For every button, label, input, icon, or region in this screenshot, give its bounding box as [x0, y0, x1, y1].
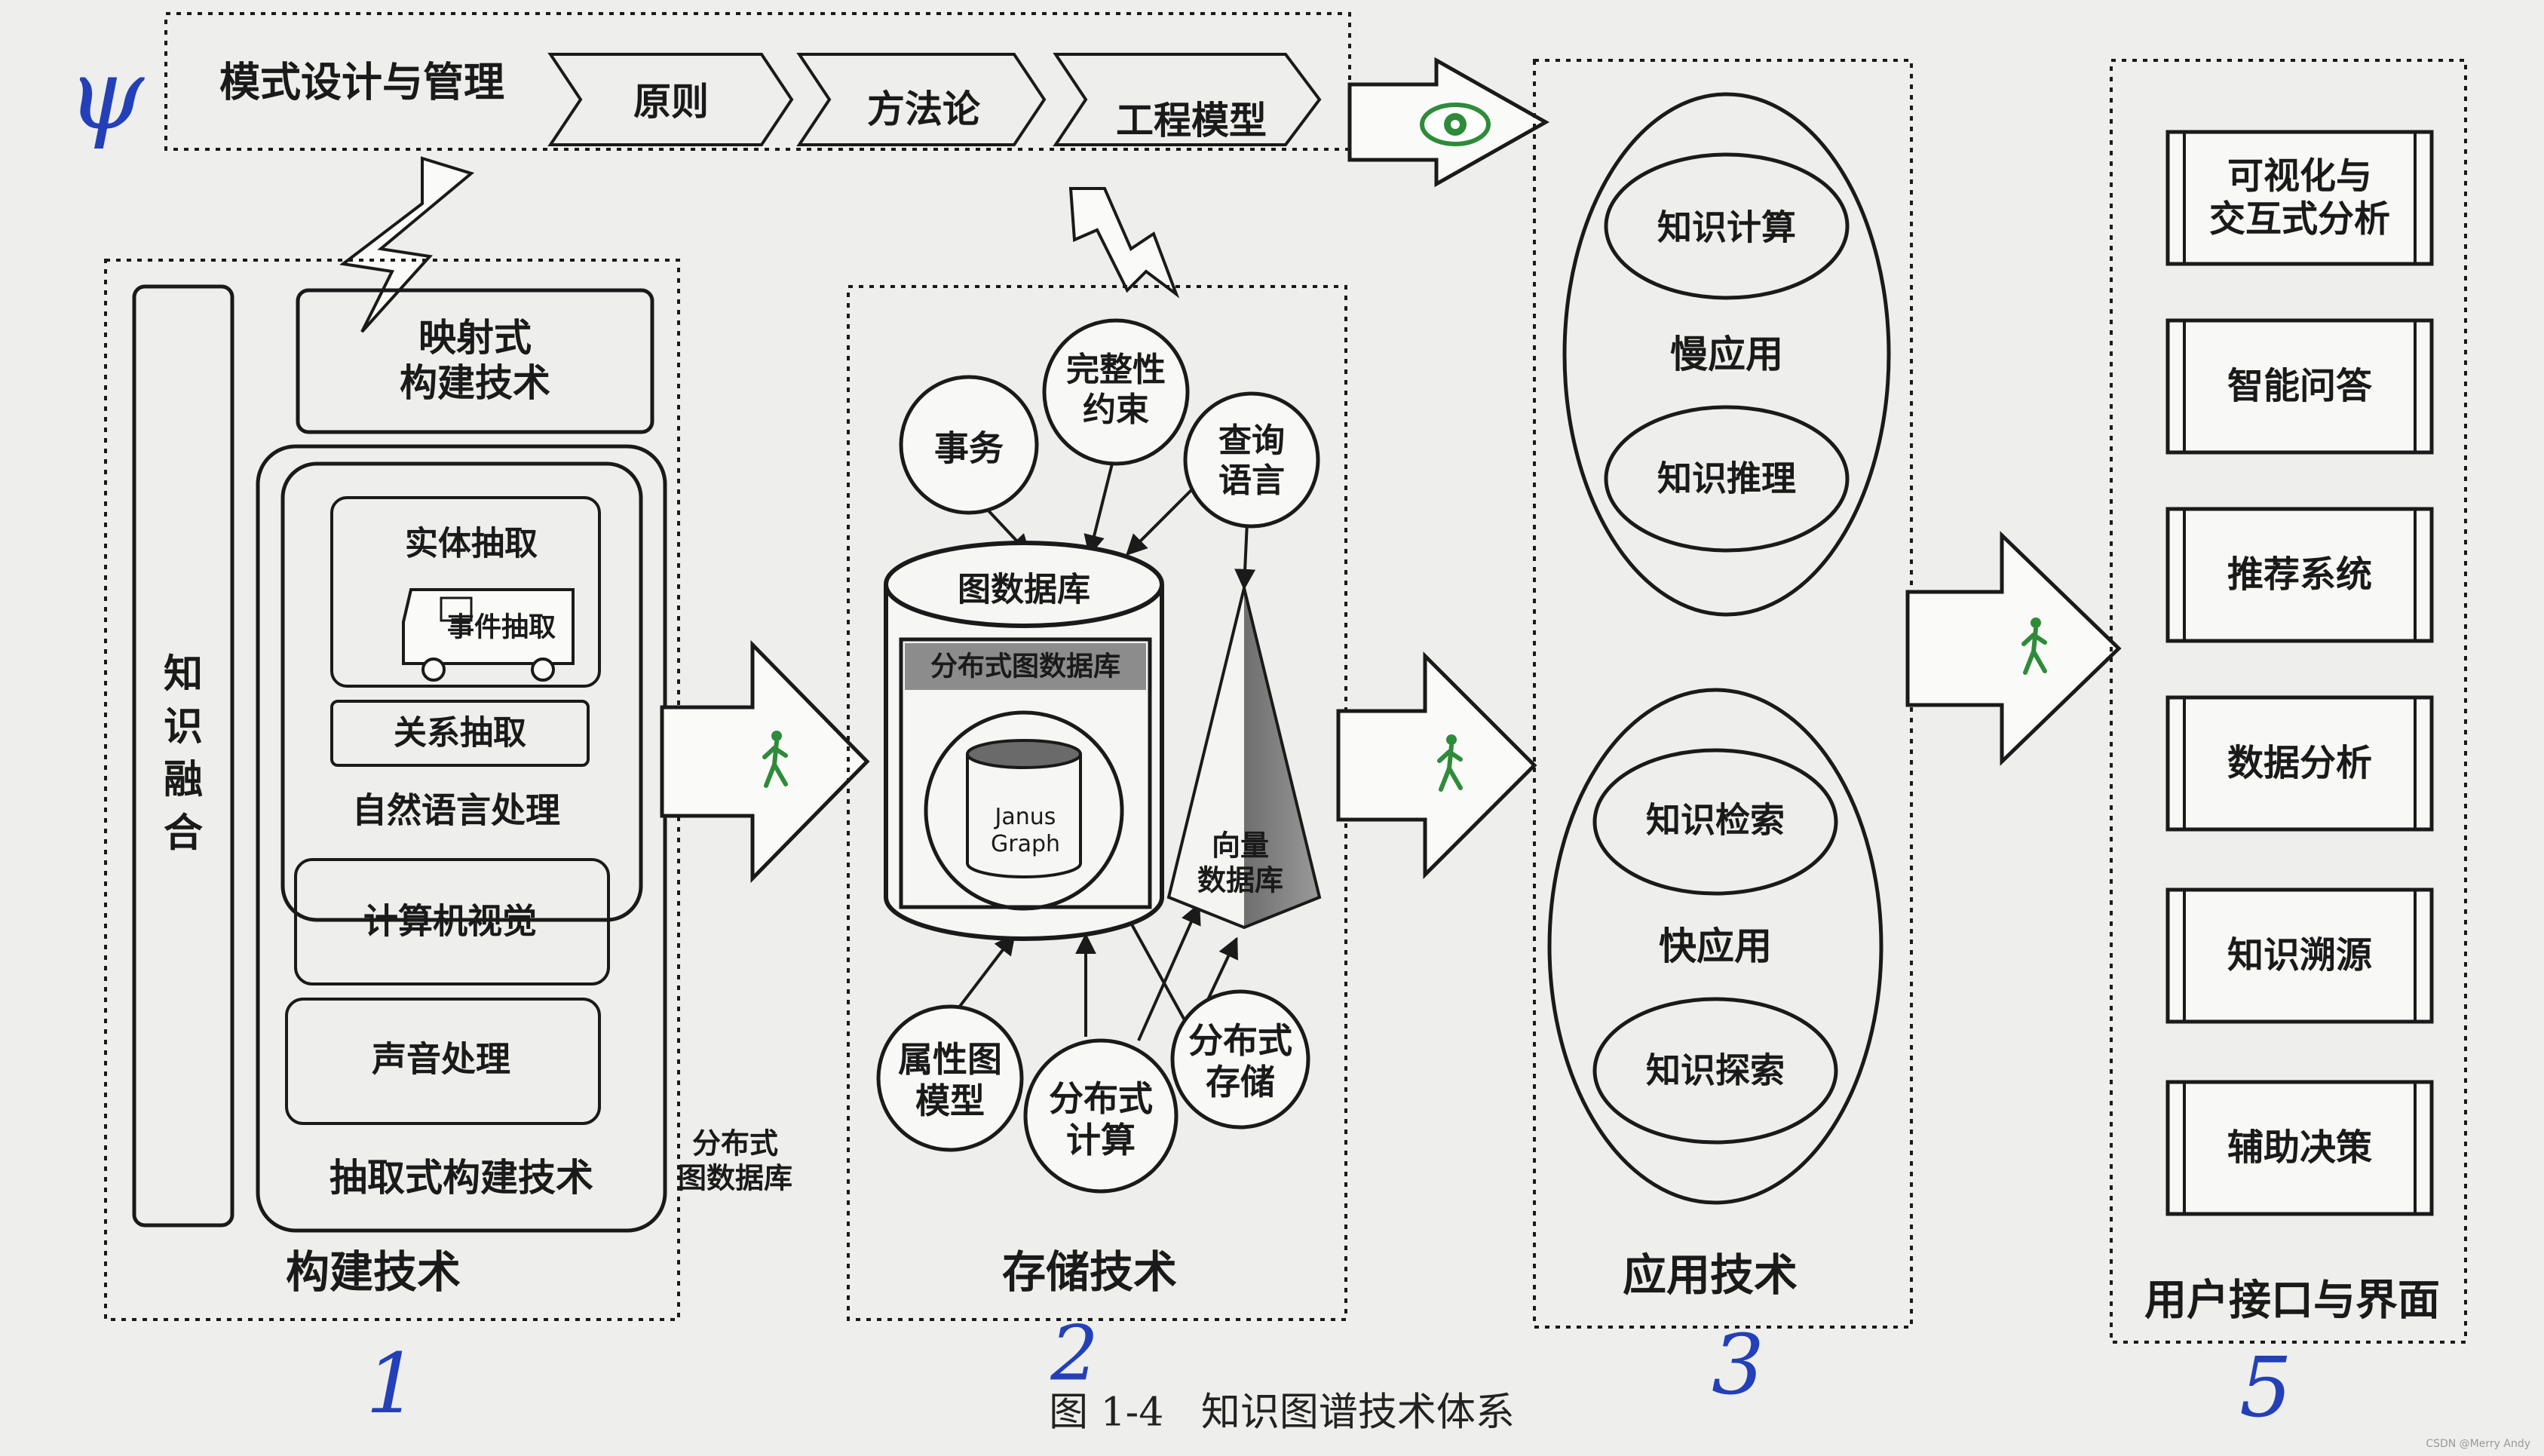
- slow-app-label: 慢应用: [1670, 333, 1783, 376]
- entity-extraction-label: 实体抽取: [405, 524, 538, 563]
- distributed-compute-label: 分布式 计算: [1049, 1077, 1153, 1160]
- lightning-icon: [1068, 187, 1180, 299]
- distributed-graph-db-header: [905, 643, 1146, 690]
- knowledge-retrieval-oval: [1592, 748, 1838, 896]
- ui-box: [2165, 887, 2434, 1024]
- ui-item-label: 辅助决策: [2227, 1126, 2373, 1169]
- knowledge-compute-oval: [1604, 152, 1850, 300]
- ui-item-label: 推荐系统: [2227, 553, 2373, 596]
- ui-section-frame: [2110, 59, 2467, 1344]
- nlp-group: [280, 461, 643, 922]
- top-bar-title: 模式设计与管理: [219, 58, 504, 106]
- handwritten-5: 5: [2239, 1339, 2292, 1436]
- event-extraction-label: 事件抽取: [446, 612, 556, 643]
- entity-box: [330, 496, 601, 688]
- knowledge-retrieval-label: 知识检索: [1646, 799, 1785, 841]
- lightning-icon: [339, 156, 475, 333]
- ui-box: [2165, 318, 2434, 455]
- nlp-label: 自然语言处理: [352, 789, 560, 831]
- ui-box: [2165, 695, 2434, 832]
- ui-box: [2165, 130, 2434, 266]
- slow-app-ellipse: [1562, 92, 1891, 617]
- graph-db-label: 图数据库: [958, 570, 1090, 609]
- janus-graph-label: Janus Graph: [990, 804, 1061, 857]
- truck-icon: [402, 588, 575, 682]
- vector-db-cone: [1166, 587, 1322, 930]
- ui-item-label: 知识溯源: [2227, 933, 2373, 976]
- fast-app-label: 快应用: [1659, 924, 1772, 968]
- knowledge-explore-oval: [1592, 997, 1838, 1145]
- outside-distributed-db-label: 分布式 图数据库: [677, 1126, 793, 1194]
- handwritten-psi: ψ: [67, 37, 144, 152]
- step-chevron-engineering: [1053, 53, 1322, 146]
- ui-item-label: 数据分析: [2227, 741, 2373, 784]
- audio-box: [285, 998, 601, 1125]
- application-section-frame: [1533, 59, 1913, 1329]
- relation-box: [330, 700, 590, 767]
- knowledge-explore-label: 知识探索: [1646, 1050, 1785, 1091]
- build-section-frame: [104, 259, 680, 1321]
- extraction-outer: [256, 444, 667, 1233]
- build-title: 构建技术: [285, 1246, 461, 1298]
- step-principle: 原则: [633, 80, 709, 124]
- transaction-label: 事务: [934, 428, 1004, 469]
- mapping-label: 映射式 构建技术: [400, 316, 550, 405]
- ui-title: 用户接口与界面: [2144, 1276, 2440, 1326]
- janus-circle: [924, 710, 1124, 911]
- extraction-title: 抽取式构建技术: [329, 1156, 593, 1200]
- distributed-storage-label: 分布式 存储: [1188, 1019, 1292, 1102]
- storage-title: 存储技术: [1001, 1246, 1178, 1298]
- knowledge-fusion-label: 知 识 融 合: [163, 651, 204, 857]
- integrity-label: 完整性 约束: [1066, 351, 1166, 429]
- vector-db-label: 向量 数据库: [1197, 829, 1284, 897]
- knowledge-compute-label: 知识计算: [1657, 207, 1796, 248]
- top-bar-frame: [164, 12, 1351, 151]
- ui-box: [2165, 1080, 2434, 1216]
- flow-arrow-1: [660, 639, 870, 884]
- storage-circles: [876, 318, 1320, 1194]
- step-chevron-methodology: [796, 53, 1047, 146]
- knowledge-reasoning-oval: [1604, 405, 1850, 553]
- property-graph-label: 属性图 模型: [898, 1038, 1002, 1121]
- watermark: CSDN @Merry Andy: [2426, 1438, 2530, 1450]
- fast-app-ellipse: [1547, 688, 1883, 1205]
- audio-processing-label: 声音处理: [372, 1038, 510, 1080]
- figure-caption: 图 1-4 知识图谱技术体系: [1049, 1390, 1515, 1436]
- flow-arrow-2: [1336, 651, 1537, 880]
- handwritten-1: 1: [366, 1335, 418, 1432]
- handwritten-2: 2: [1050, 1309, 1099, 1398]
- computer-vision-label: 计算机视觉: [363, 900, 537, 942]
- handwritten-3: 3: [1712, 1317, 1764, 1413]
- relation-extraction-label: 关系抽取: [394, 713, 526, 753]
- knowledge-reasoning-label: 知识推理: [1657, 458, 1796, 499]
- ui-item-label: 可视化与 交互式分析: [2208, 154, 2391, 241]
- step-methodology: 方法论: [867, 87, 980, 131]
- mapping-box: [296, 288, 654, 434]
- step-chevron-principle: [547, 53, 794, 146]
- eye-icon: [1420, 103, 1491, 146]
- flow-arrow-3: [1905, 531, 2122, 766]
- application-title: 应用技术: [1622, 1249, 1798, 1301]
- ui-boxes: [2165, 130, 2434, 1216]
- query-language-label: 查询 语言: [1218, 421, 1285, 500]
- fusion-bar: [132, 284, 234, 1228]
- cylinder-icon: [966, 739, 1082, 878]
- step-engineering-model: 工程模型: [1116, 99, 1267, 143]
- ui-box: [2165, 507, 2434, 643]
- cv-box: [294, 858, 610, 985]
- ui-item-label: 智能问答: [2227, 364, 2373, 407]
- distributed-graph-db-label: 分布式图数据库: [930, 651, 1121, 682]
